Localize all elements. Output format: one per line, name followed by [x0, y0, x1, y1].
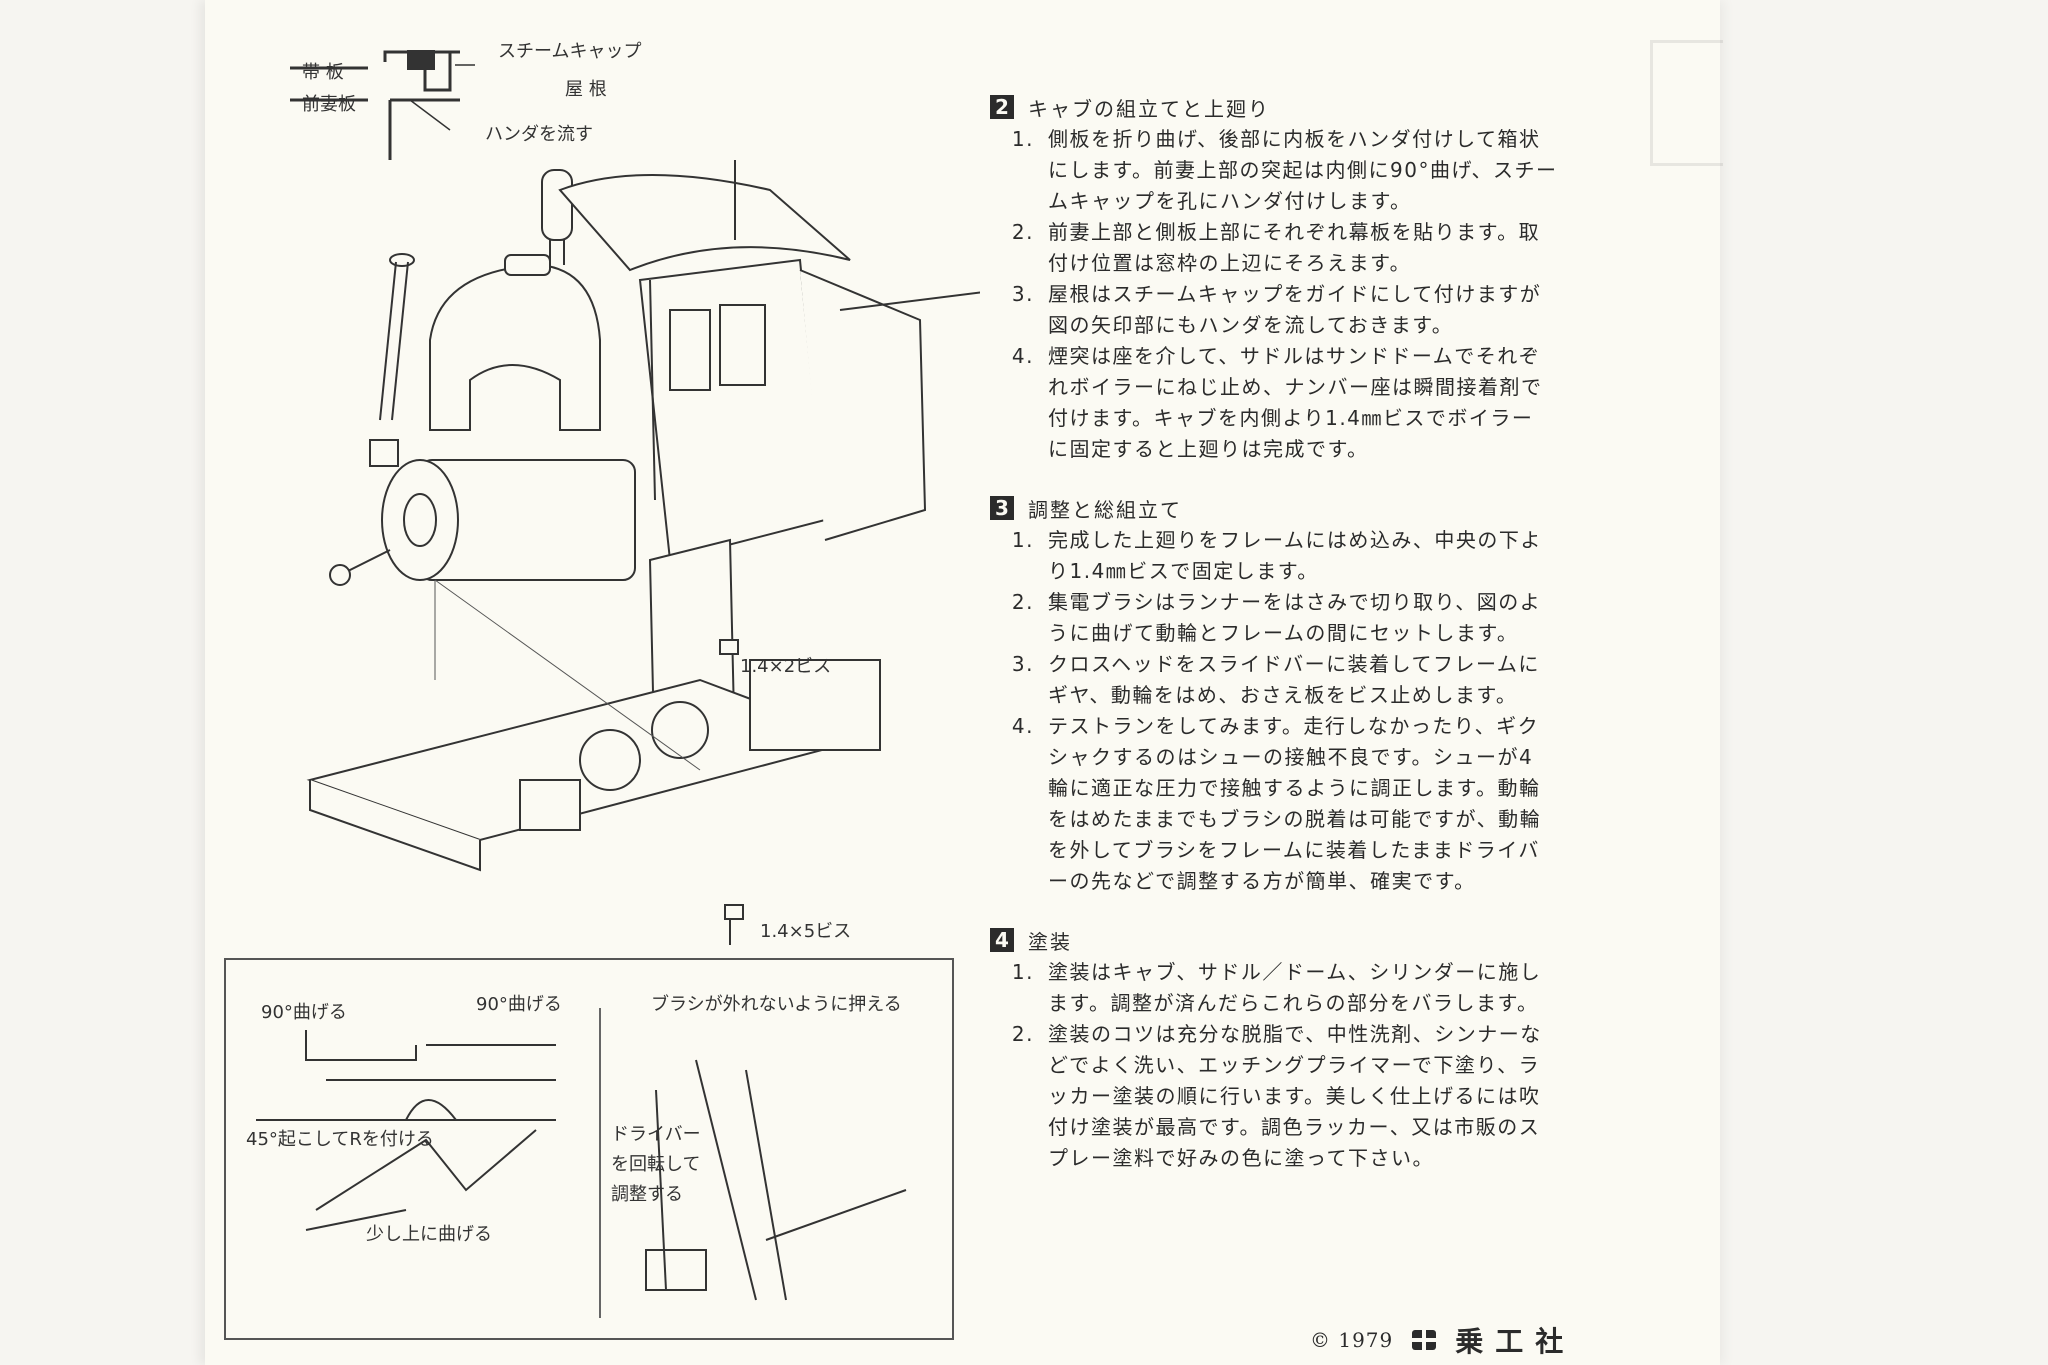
label-handa: ハンダを流す: [485, 124, 593, 145]
item-number: 2.: [1011, 590, 1034, 614]
label-obi-ita: 帯 板: [302, 62, 344, 83]
item-line: ムキャップを孔にハンダ付けします。: [1048, 189, 1412, 213]
saddle-part: [429, 254, 601, 431]
item-line: ギヤ、動輪をはめ、おさえ板をビス止めします。: [1048, 683, 1518, 707]
item-line: ーの先などで調整する方が簡単、確実です。: [1048, 869, 1476, 893]
item-line: 屋根はスチームキャップをガイドにして付けますが: [1048, 282, 1542, 306]
item-number: 1.: [1011, 127, 1034, 151]
item-line: 前妻上部と側板上部にそれぞれ幕板を貼ります。取: [1048, 220, 1541, 244]
item-line: どでよく洗い、エッチングプライマーで下塗り、ラ: [1048, 1053, 1541, 1077]
item-number: 4.: [1011, 714, 1034, 738]
item-line: 輪に適正な圧力で接触するように調正します。動輪: [1048, 776, 1541, 800]
section-2-heading: 2 キャブの組立てと上廻り: [990, 90, 1670, 124]
label-bend-45: 45°起こしてRを付ける: [246, 1129, 434, 1150]
label-driver-1: ドライバー: [611, 1124, 701, 1145]
item-number: 1.: [1011, 528, 1034, 552]
item-line: をはめたままでもブラシの脱着は可能ですが、動輪: [1048, 807, 1542, 831]
item-line: れボイラーにねじ止め、ナンバー座は瞬間接着剤で: [1048, 375, 1543, 399]
item-line: 集電ブラシはランナーをはさみで切り取り、図のよ: [1048, 590, 1542, 614]
section-3-item-3: 3. クロスヘッドをスライドバーに装着してフレームに ギヤ、動輪をはめ、おさえ板…: [990, 649, 1670, 711]
copyright-text: © 1979: [1310, 1328, 1394, 1352]
label-bend-90-left: 90°曲げる: [261, 1002, 347, 1023]
section-3-item-2: 2. 集電ブラシはランナーをはさみで切り取り、図のよ うに曲げて動輪とフレームの…: [990, 587, 1670, 649]
label-screw-2: 1.4×2ビス: [740, 656, 831, 677]
exploded-diagram: スチームキャップ 帯 板 屋 根 前妻板 ハンダを流す: [280, 40, 1001, 950]
item-number: 4.: [1011, 344, 1034, 368]
item-line: うに曲げて動輪とフレームの間にセットします。: [1048, 621, 1519, 645]
instruction-sheet: [205, 0, 1720, 1365]
section-3-heading: 3 調整と総組立て: [990, 491, 1670, 525]
label-driver-3: 調整する: [611, 1184, 683, 1205]
section-4-item-1: 1. 塗装はキャブ、サドル／ドーム、シリンダーに施し ます。調整が済んだらこれら…: [990, 957, 1670, 1019]
item-line: り1.4㎜ビスで固定します。: [1048, 559, 1319, 583]
inset-divider: [599, 1008, 601, 1318]
long-screw-part: [379, 253, 415, 421]
brush-inset-box: 90°曲げる 90°曲げる 45°起こしてRを付ける 少し上に曲げる ブラシが外…: [224, 958, 954, 1340]
footer: © 1979 乗工社: [1310, 1320, 1575, 1360]
section-3: 3 調整と総組立て 1. 完成した上廻りをフレームにはめ込み、中央の下よ り1.…: [990, 491, 1670, 897]
locomotive-diagram: スチームキャップ 帯 板 屋 根 前妻板 ハンダを流す: [290, 41, 1001, 945]
section-4-item-2: 2. 塗装のコツは充分な脱脂で、中性洗剤、シンナーな どでよく洗い、エッチングプ…: [990, 1019, 1670, 1174]
brush-diagram: 90°曲げる 90°曲げる 45°起こしてRを付ける 少し上に曲げる ブラシが外…: [246, 993, 907, 1301]
section-3-title: 調整と総組立て: [1028, 497, 1182, 522]
section-2: 2 キャブの組立てと上廻り 1. 側板を折り曲げ、後部に内板をハンダ付けして箱状…: [990, 90, 1670, 465]
label-bend-90-right: 90°曲げる: [476, 994, 562, 1015]
item-number: 3.: [1011, 652, 1034, 676]
chimney-part: [541, 169, 573, 265]
item-number: 2.: [1011, 1022, 1034, 1046]
item-line: クロスヘッドをスライドバーに装着してフレームに: [1048, 652, 1540, 676]
section-3-item-1: 1. 完成した上廻りをフレームにはめ込み、中央の下よ り1.4㎜ビスで固定します…: [990, 525, 1670, 587]
section-4-number: 4: [990, 928, 1014, 952]
item-line: 煙突は座を介して、サドルはサンドドームでそれぞ: [1048, 344, 1541, 368]
company-name: 乗工社: [1455, 1325, 1576, 1358]
boiler-part: [329, 459, 636, 586]
company-logo-icon: [1412, 1330, 1437, 1350]
section-2-item-2: 2. 前妻上部と側板上部にそれぞれ幕板を貼ります。取 付け位置は窓枠の上辺にそろ…: [990, 217, 1670, 279]
item-line: 完成した上廻りをフレームにはめ込み、中央の下よ: [1048, 528, 1542, 552]
item-number: 1.: [1011, 960, 1034, 984]
label-driver-2: を回転して: [611, 1154, 700, 1175]
item-line: 付け塗装が最高です。調色ラッカー、又は市販のス: [1048, 1115, 1541, 1139]
item-line: プレー塗料で好みの色に塗って下さい。: [1048, 1146, 1434, 1170]
item-line: を外してブラシをフレームに装着したままドライバ: [1048, 838, 1540, 862]
item-line: シャクするのはシューの接触不良です。シューが4: [1048, 745, 1534, 769]
label-steam-cap: スチームキャップ: [498, 41, 641, 62]
frame-part: [306, 538, 881, 872]
section-4: 4 塗装 1. 塗装はキャブ、サドル／ドーム、シリンダーに施し ます。調整が済ん…: [990, 923, 1670, 1174]
section-2-item-3: 3. 屋根はスチームキャップをガイドにして付けますが 図の矢印部にもハンダを流し…: [990, 279, 1670, 341]
bottom-screw-part: [724, 904, 744, 945]
small-screw-part: [719, 639, 739, 655]
label-screw-5: 1.4×5ビス: [760, 921, 851, 942]
instruction-text: 2 キャブの組立てと上廻り 1. 側板を折り曲げ、後部に内板をハンダ付けして箱状…: [990, 90, 1670, 1200]
item-line: にします。前妻上部の突起は内側に90°曲げ、スチー: [1048, 158, 1558, 182]
section-2-title: キャブの組立てと上廻り: [1028, 96, 1270, 121]
section-3-number: 3: [990, 496, 1014, 520]
section-2-item-4: 4. 煙突は座を介して、サドルはサンドドームでそれぞ れボイラーにねじ止め、ナン…: [990, 341, 1670, 465]
item-line: テストランをしてみます。走行しなかったり、ギク: [1048, 714, 1540, 738]
section-3-item-4: 4. テストランをしてみます。走行しなかったり、ギク シャクするのはシューの接触…: [990, 711, 1670, 897]
item-number: 3.: [1011, 282, 1034, 306]
section-2-item-1: 1. 側板を折り曲げ、後部に内板をハンダ付けして箱状 にします。前妻上部の突起は…: [990, 124, 1670, 217]
item-line: 塗装のコツは充分な脱脂で、中性洗剤、シンナーな: [1048, 1022, 1542, 1046]
cab-part: [558, 160, 1001, 562]
label-mae-tsuma: 前妻板: [302, 94, 356, 115]
label-yane: 屋 根: [565, 79, 607, 100]
item-line: 図の矢印部にもハンダを流しておきます。: [1048, 313, 1454, 337]
section-2-number: 2: [990, 95, 1014, 119]
item-line: 付けます。キャブを内側より1.4㎜ビスでボイラー: [1048, 406, 1534, 430]
item-number: 2.: [1011, 220, 1034, 244]
label-bend-up: 少し上に曲げる: [366, 1224, 492, 1245]
washer-part: [369, 439, 399, 467]
item-line: 側板を折り曲げ、後部に内板をハンダ付けして箱状: [1048, 127, 1541, 151]
item-line: ます。調整が済んだらこれらの部分をバラします。: [1048, 991, 1539, 1015]
show-through-frame: [1650, 40, 1723, 166]
label-brush-note: ブラシが外れないように押える: [651, 993, 902, 1015]
section-4-title: 塗装: [1028, 929, 1072, 954]
item-line: 塗装はキャブ、サドル／ドーム、シリンダーに施し: [1048, 960, 1542, 984]
item-line: に固定すると上廻りは完成です。: [1048, 437, 1369, 461]
item-line: ッカー塗装の順に行います。美しく仕上げるには吹: [1048, 1084, 1541, 1108]
section-4-heading: 4 塗装: [990, 923, 1670, 957]
item-line: 付け位置は窓枠の上辺にそろえます。: [1048, 251, 1412, 275]
